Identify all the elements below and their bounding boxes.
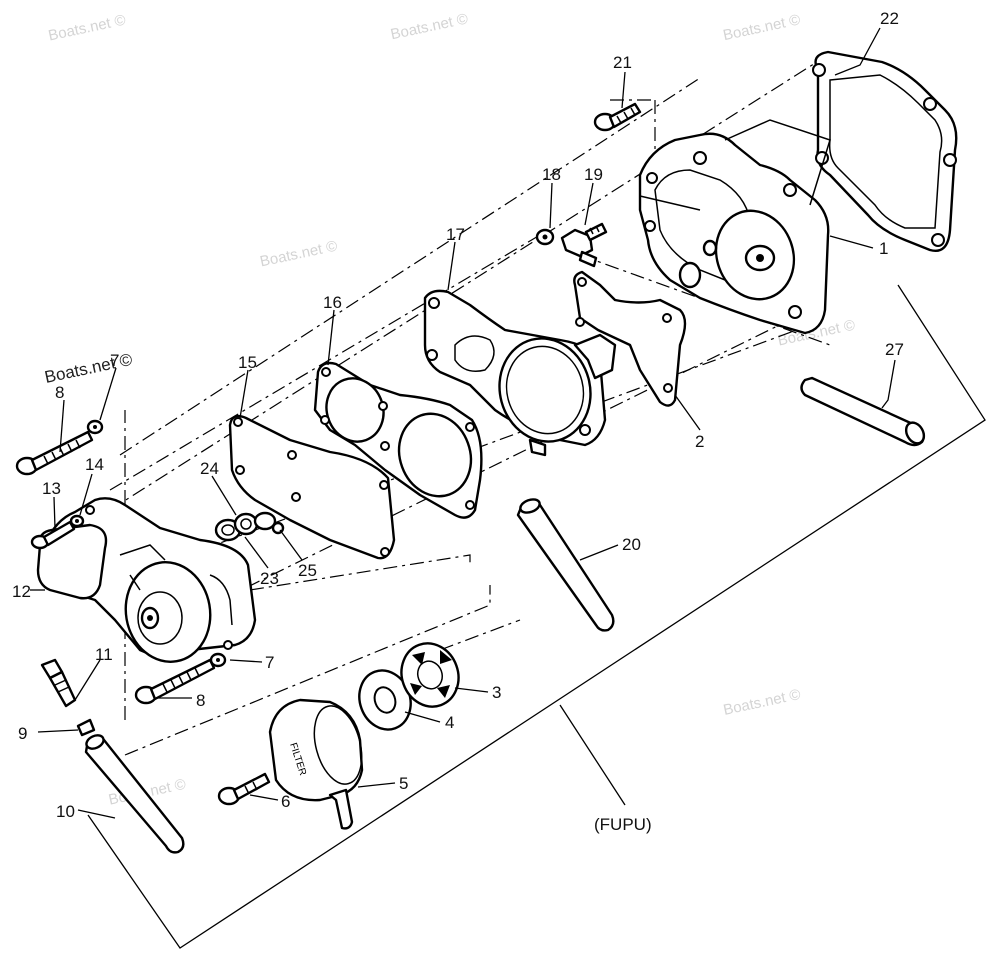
- callout-7-bottom: 7: [265, 653, 274, 672]
- callout-2: 2: [695, 432, 704, 451]
- part-7-washer-bottom: [209, 652, 227, 668]
- part-22-gasket: [812, 50, 958, 252]
- part-9-clamp: [76, 718, 96, 737]
- callout-8-top: 8: [55, 383, 64, 402]
- callout-3: 3: [492, 683, 501, 702]
- part-2-gasket-plate: [573, 270, 687, 407]
- callout-16: 16: [323, 293, 342, 312]
- callout-23: 23: [260, 569, 279, 588]
- part-16-gasket: [313, 361, 483, 519]
- part-14-washer: [69, 514, 85, 528]
- part-27-tube: [800, 376, 926, 447]
- assembly-leader: [559, 704, 626, 806]
- part-21-screw: [593, 102, 642, 132]
- part-8-screw-top: [15, 430, 94, 476]
- callout-19: 19: [584, 165, 603, 184]
- part-18-nut: [535, 228, 555, 246]
- part-20-hose: [516, 498, 615, 632]
- callout-4: 4: [445, 713, 454, 732]
- callout-25: 25: [298, 561, 317, 580]
- part-8-screw-bottom: [134, 658, 216, 705]
- assembly-label: (FUPU): [594, 815, 652, 834]
- watermark: Boats.net ©: [258, 237, 338, 270]
- callout-27: 27: [885, 340, 904, 359]
- callout-7-top: 7: [110, 351, 119, 370]
- part-11-fitting: [40, 658, 77, 708]
- part-13-screw: [30, 520, 76, 550]
- watermark: Boats.net ©: [389, 10, 469, 43]
- part-5-filter-cap: FILTER: [268, 698, 364, 830]
- callout-17: 17: [446, 225, 465, 244]
- part-10-hose: [84, 734, 185, 854]
- leader-lines: [30, 27, 896, 819]
- part-17-diaphragm-cover: [423, 289, 617, 457]
- assembly-bracket: [87, 284, 986, 949]
- callout-10: 10: [56, 802, 75, 821]
- watermark: Boats.net ©: [722, 686, 802, 719]
- callout-1: 1: [879, 239, 888, 258]
- callout-22: 22: [880, 9, 899, 28]
- part-24-valve-seat: [233, 511, 277, 536]
- part-12-pump-body: [36, 497, 257, 663]
- callout-12: 12: [12, 582, 31, 601]
- part-15-diaphragm: [228, 414, 396, 560]
- callout-24: 24: [200, 459, 219, 478]
- callout-14: 14: [85, 455, 104, 474]
- callout-8-bottom: 8: [196, 691, 205, 710]
- callout-20: 20: [622, 535, 641, 554]
- callout-21: 21: [613, 53, 632, 72]
- callout-9: 9: [18, 724, 27, 743]
- callout-6: 6: [281, 792, 290, 811]
- watermark: Boats.net ©: [43, 350, 135, 387]
- watermark: Boats.net ©: [47, 12, 127, 45]
- part-19-elbow-fitting: [560, 222, 608, 268]
- callout-15: 15: [238, 353, 257, 372]
- watermark: Boats.net ©: [722, 11, 802, 44]
- callout-11: 11: [95, 645, 113, 664]
- callout-5: 5: [399, 774, 408, 793]
- part-6-screw: [217, 772, 271, 806]
- callout-18: 18: [542, 165, 561, 184]
- callouts: 22 21 18 19 1 17 16 15 2 27 20 8 7 14 13…: [12, 9, 904, 834]
- part-1-pump-housing: [638, 119, 831, 335]
- callout-13: 13: [42, 479, 61, 498]
- part-3-filter-screen: [400, 642, 460, 708]
- part-7-washer-top: [86, 419, 104, 435]
